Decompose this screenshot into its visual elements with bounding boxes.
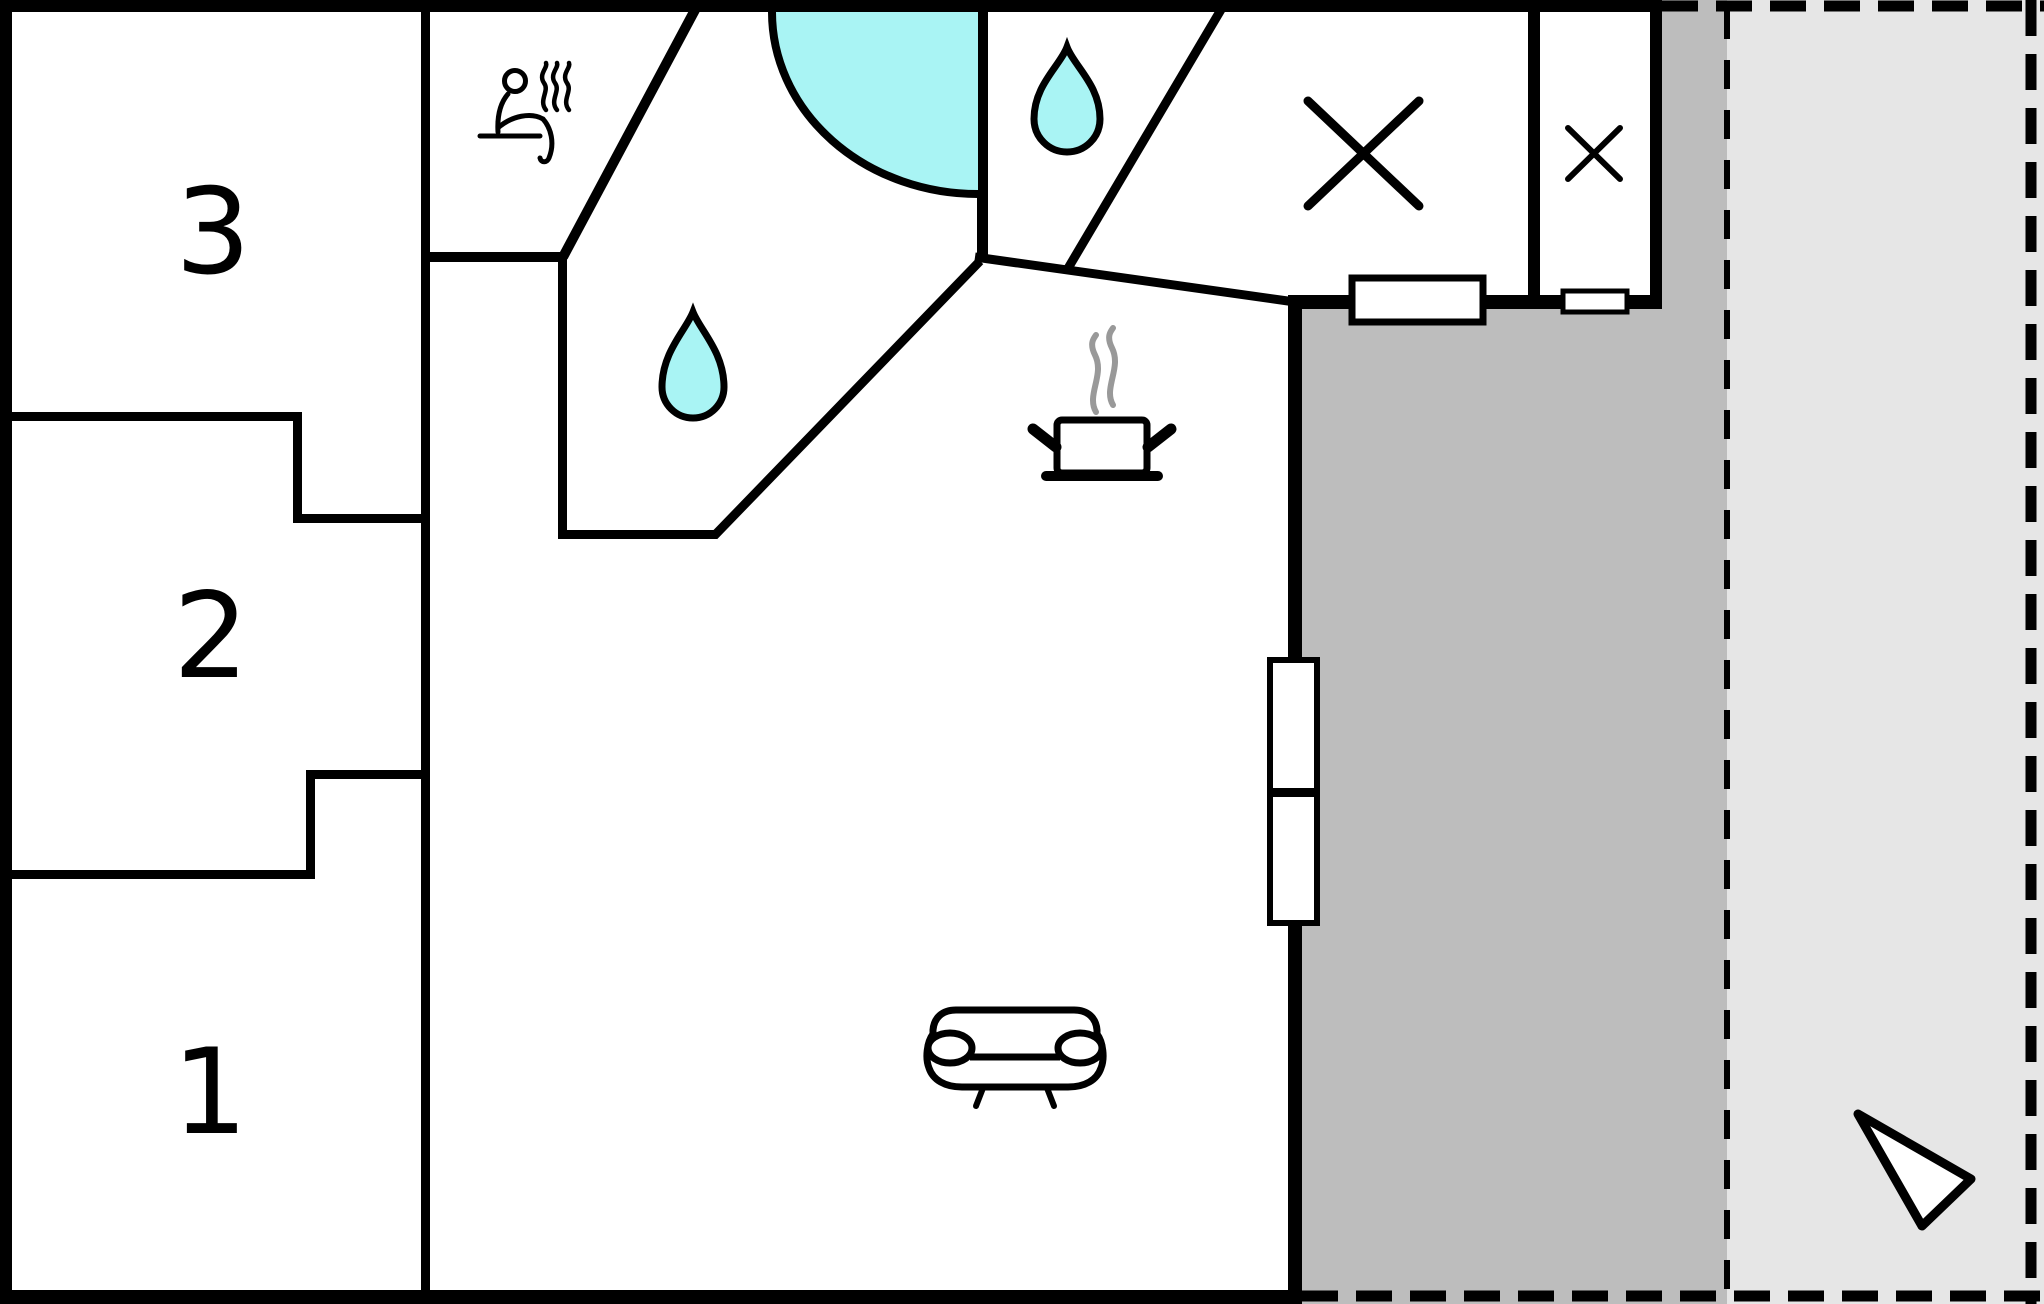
cooking-pot-icon — [1027, 325, 1177, 481]
wall-diagonal-shower — [710, 257, 984, 540]
wall-room3-room2-step — [293, 412, 302, 523]
wall-shower-left — [558, 253, 567, 539]
dashed-boundaries — [1302, 0, 2044, 1304]
window-x-large-icon — [1303, 96, 1424, 211]
wall-bath-right — [977, 12, 988, 262]
corner-bath-icon — [768, 11, 979, 198]
door-top-large — [1348, 274, 1487, 326]
wall-kitchen-slope — [974, 252, 1296, 307]
room-3-label: 3 — [175, 164, 251, 302]
terrace-dark-area — [1295, 0, 1727, 1304]
wall-room3-room2-left — [0, 412, 302, 421]
wall-xrooms-divider — [1528, 12, 1540, 302]
wall-room2-room1-left — [0, 870, 315, 879]
sauna-steam-icon — [539, 60, 572, 113]
sofa-armrest-left — [924, 1029, 976, 1067]
north-arrow-icon — [1853, 1109, 1976, 1231]
wall-sauna-bottom — [421, 252, 567, 262]
building-interior — [0, 0, 1662, 1304]
pot-steam — [1089, 325, 1118, 415]
wall-room2-room1-right — [306, 770, 430, 779]
sauna-person-head — [502, 68, 528, 94]
sofa-leg-right — [1044, 1085, 1057, 1109]
door-terrace-upper — [1267, 657, 1320, 794]
wall-left — [0, 0, 12, 1304]
window-x-small-icon — [1565, 125, 1623, 182]
doors — [1267, 274, 1630, 926]
wall-main-vertical — [421, 12, 430, 1292]
corner-bath-fill — [772, 12, 978, 194]
sofa-icon — [923, 1006, 1107, 1109]
wall-diagonal-sauna — [558, 5, 701, 260]
sauna-person-leg — [537, 116, 555, 165]
diagonal-walls — [558, 5, 1296, 540]
wall-shower-bottom — [558, 530, 717, 539]
wall-bottom — [0, 1290, 1302, 1304]
shower-drop-icon — [658, 302, 728, 422]
sofa-body — [923, 1006, 1107, 1091]
door-terrace-lower — [1267, 791, 1320, 926]
sauna-person-thigh — [496, 113, 546, 130]
pot-handle-right — [1142, 423, 1177, 453]
door-top-small — [1560, 288, 1630, 315]
wall-room3-room2-right — [293, 514, 430, 523]
room-1-label: 1 — [172, 1024, 248, 1162]
wall-room2-room1-step — [306, 770, 315, 879]
corner-bath-arc — [768, 11, 979, 198]
wall-right-building — [1650, 0, 1662, 309]
pot-handle-left — [1027, 423, 1062, 453]
walls — [0, 0, 1662, 1304]
wall-diagonal-wc — [1063, 5, 1226, 273]
room-2-label: 2 — [173, 568, 249, 706]
wall-top — [0, 0, 1662, 12]
sofa-leg-left — [973, 1085, 986, 1109]
sofa-armrest-right — [1054, 1029, 1106, 1067]
pot-body — [1053, 416, 1151, 477]
wc-drop-icon — [1030, 36, 1104, 156]
sauna-person-icon — [477, 60, 572, 165]
